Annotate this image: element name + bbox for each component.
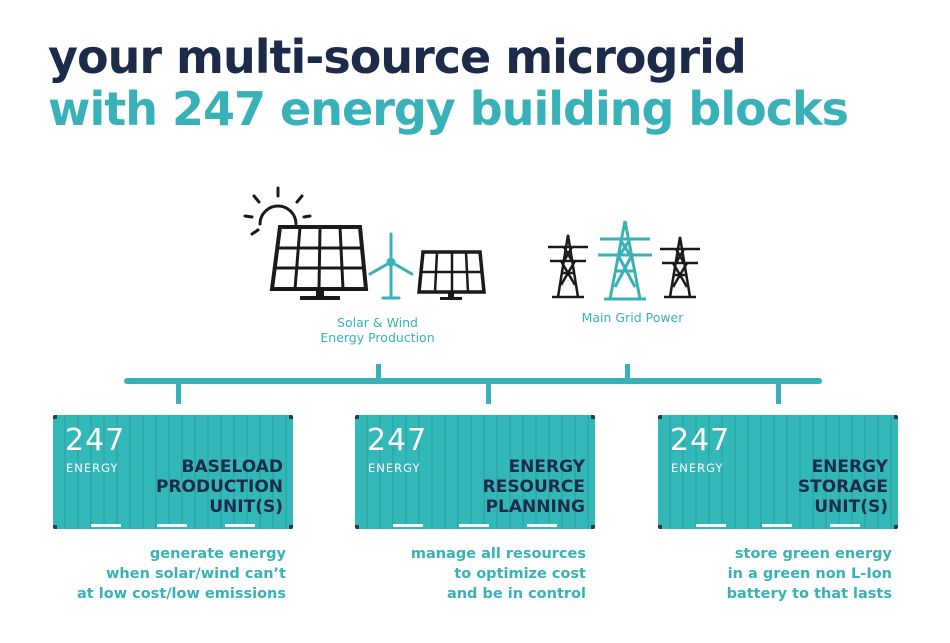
brand-number: 247	[670, 423, 731, 458]
solar-wind-caption-line2: Energy Production	[320, 330, 435, 345]
solar-wind-caption-line1: Solar & Wind	[337, 315, 418, 330]
bus-drop-1	[176, 382, 181, 404]
description-line: store green energy	[734, 546, 892, 562]
bus-bar	[124, 378, 822, 384]
description-line: and be in control	[446, 586, 586, 602]
unit-label: BASELOAD PRODUCTION UNIT(S)	[123, 457, 283, 517]
solar-panel-icon	[269, 225, 369, 300]
description-line: when solar/wind can’t	[106, 566, 286, 582]
description-line: to optimize cost	[454, 566, 586, 582]
container-baseload-unit: 247 ENERGY BASELOAD PRODUCTION UNIT(S)	[53, 415, 293, 529]
description-storage: store green energy in a green non L-Ion …	[642, 544, 892, 604]
unit-label-line: ENERGY	[508, 457, 585, 477]
unit-label-line: PRODUCTION	[156, 477, 283, 497]
unit-label: ENERGY STORAGE UNIT(S)	[728, 457, 888, 517]
page-subtitle: with 247 energy building blocks	[48, 82, 849, 136]
grid-caption: Main Grid Power	[560, 310, 705, 325]
bus-drop-2	[486, 382, 491, 404]
brand-number: 247	[367, 423, 428, 458]
description-line: at low cost/low emissions	[77, 586, 286, 602]
brand-word: ENERGY	[671, 461, 724, 475]
unit-label: ENERGY RESOURCE PLANNING	[425, 457, 585, 517]
sun-icon	[243, 186, 312, 236]
brand-word: ENERGY	[66, 461, 119, 475]
container-storage-unit: 247 ENERGY ENERGY STORAGE UNIT(S)	[658, 415, 898, 529]
solar-wind-icon-group	[243, 186, 486, 300]
brand-number: 247	[65, 423, 126, 458]
solar-wind-caption: Solar & Wind Energy Production	[300, 315, 455, 345]
wind-turbine-icon	[368, 232, 414, 300]
unit-label-line: RESOURCE	[482, 477, 585, 497]
description-planning: manage all resources to optimize cost an…	[336, 544, 586, 604]
transmission-tower-icon	[660, 236, 700, 299]
description-line: generate energy	[149, 546, 286, 562]
brand-word: ENERGY	[368, 461, 421, 475]
unit-label-line: STORAGE	[797, 477, 888, 497]
grid-caption-text: Main Grid Power	[581, 310, 684, 325]
page-title: your multi-source microgrid	[48, 30, 747, 84]
transmission-tower-icon	[548, 234, 588, 299]
description-line: manage all resources	[410, 546, 586, 562]
bus-drop-3	[776, 382, 781, 404]
transmission-tower-main-icon	[598, 220, 652, 301]
description-line: in a green non L-Ion	[727, 566, 892, 582]
unit-label-line: PLANNING	[485, 497, 585, 517]
container-resource-planning: 247 ENERGY ENERGY RESOURCE PLANNING	[355, 415, 595, 529]
bus-feed-grid	[625, 364, 630, 380]
unit-label-line: UNIT(S)	[814, 497, 888, 517]
unit-label-line: BASELOAD	[181, 457, 283, 477]
bus-feed-solar	[376, 364, 381, 380]
grid-towers-icon-group	[548, 220, 700, 301]
description-baseload: generate energy when solar/wind can’t at…	[36, 544, 286, 604]
unit-label-line: UNIT(S)	[209, 497, 283, 517]
solar-panel-small-icon	[417, 250, 486, 300]
description-line: battery to that lasts	[726, 586, 892, 602]
unit-label-line: ENERGY	[811, 457, 888, 477]
